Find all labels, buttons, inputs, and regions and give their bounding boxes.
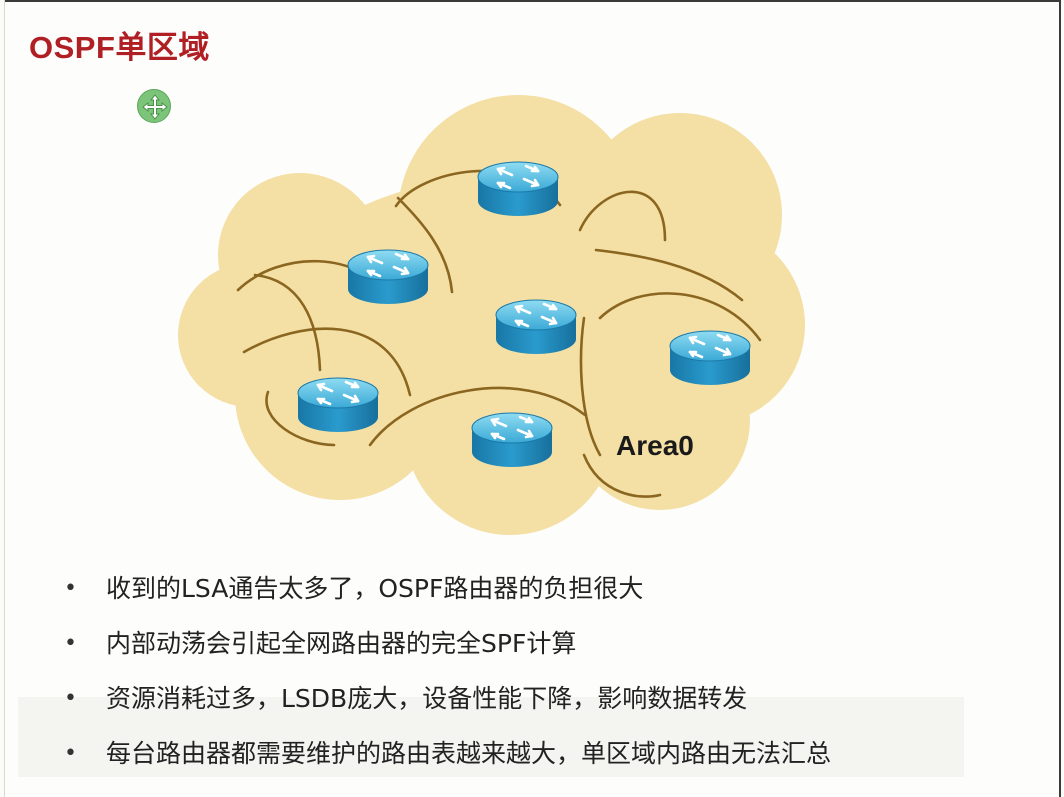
area-label: Area0 bbox=[616, 430, 694, 461]
router-icon bbox=[346, 248, 430, 306]
router-icon bbox=[476, 160, 560, 218]
slide-title: OSPF单区域 bbox=[29, 30, 210, 65]
bullet-text: 收到的LSA通告太多了，OSPF路由器的负担很大 bbox=[106, 574, 644, 603]
bullet-dot: • bbox=[64, 741, 77, 766]
bullet-text: 资源消耗过多，LSDB庞大，设备性能下降，影响数据转发 bbox=[106, 684, 748, 713]
list-item: • 收到的LSA通告太多了，OSPF路由器的负担很大 bbox=[62, 567, 831, 622]
bullet-dot: • bbox=[64, 576, 77, 601]
bullet-dot: • bbox=[64, 631, 77, 656]
list-item: • 资源消耗过多，LSDB庞大，设备性能下降，影响数据转发 bbox=[62, 677, 831, 732]
bullet-dot: • bbox=[64, 686, 77, 711]
router-icon bbox=[494, 298, 578, 356]
area-cloud bbox=[178, 95, 805, 535]
move-arrows-icon[interactable] bbox=[137, 89, 171, 123]
bullet-text: 每台路由器都需要维护的路由表越来越大，单区域内路由无法汇总 bbox=[106, 739, 832, 768]
list-item: • 每台路由器都需要维护的路由表越来越大，单区域内路由无法汇总 bbox=[62, 732, 831, 787]
bullet-text: 内部动荡会引起全网路由器的完全SPF计算 bbox=[106, 629, 577, 658]
bullet-list: • 收到的LSA通告太多了，OSPF路由器的负担很大 • 内部动荡会引起全网路由器的… bbox=[62, 567, 831, 787]
router-icon bbox=[296, 376, 380, 434]
caption-band bbox=[18, 697, 964, 777]
router-icon bbox=[470, 411, 554, 469]
list-item: • 内部动荡会引起全网路由器的完全SPF计算 bbox=[62, 622, 831, 677]
top-border bbox=[5, 0, 1059, 2]
router-icon bbox=[668, 329, 752, 387]
